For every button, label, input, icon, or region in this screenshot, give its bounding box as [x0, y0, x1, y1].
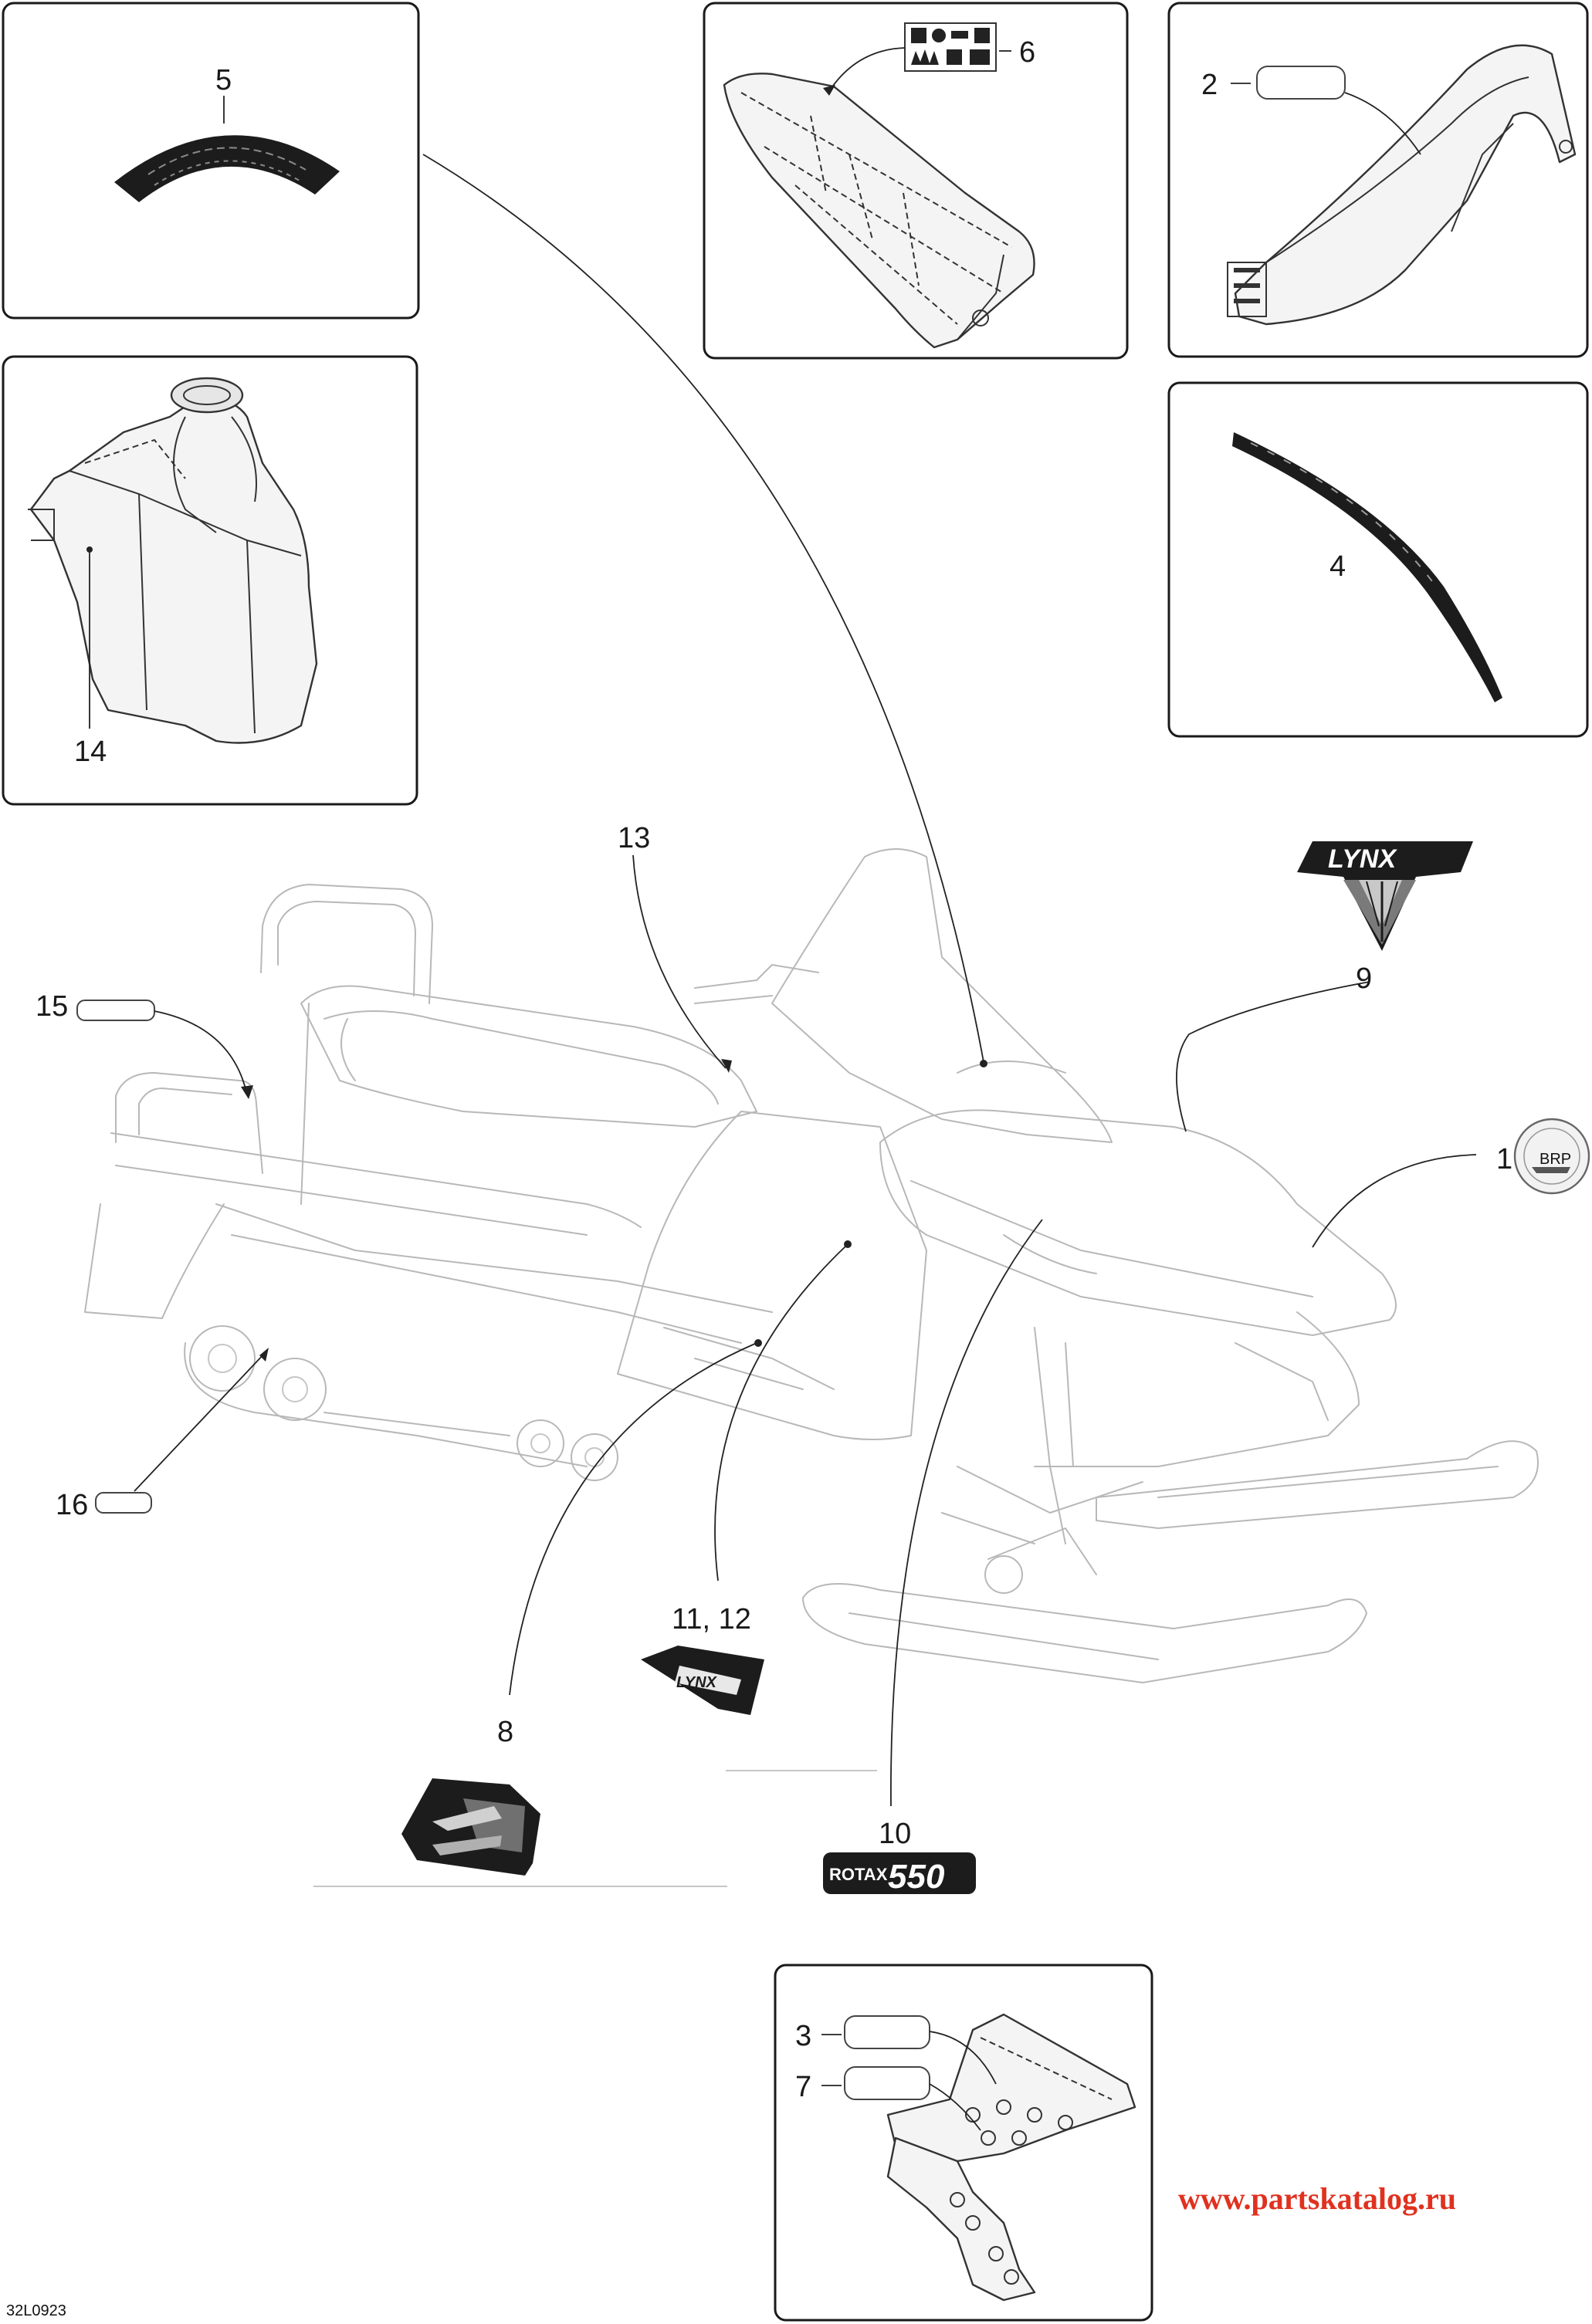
panel-item-14: 14	[2, 355, 418, 806]
callout-group-10: 10	[879, 1219, 1043, 1850]
brp-emblem-1	[1513, 1118, 1590, 1195]
callout-14: 14	[74, 736, 107, 768]
callout-3-box	[844, 2015, 930, 2049]
panel-item-2: 2	[1167, 2, 1589, 358]
svg-text:LYNX: LYNX	[1328, 844, 1397, 874]
leader-5	[422, 154, 984, 1063]
panel-item-4: 4	[1167, 381, 1589, 738]
callout-group-8: 8	[497, 1339, 762, 1748]
callout-16: 16	[56, 1489, 88, 1521]
callout-9: 9	[1356, 962, 1372, 995]
callout-group-13: 13	[618, 822, 732, 1073]
rotax-550-decal-10: ROTAX 550	[823, 1852, 976, 1896]
panel-item-6: 6	[703, 2, 1129, 360]
drawing-code: 32L0923	[6, 2302, 66, 2319]
decal-strip-4	[1232, 432, 1502, 702]
callout-13: 13	[618, 822, 650, 854]
callout-4: 4	[1329, 550, 1346, 583]
side-decal-8	[401, 1778, 540, 1876]
footrest-bracket	[886, 2013, 1136, 2163]
callout-1: 1	[1496, 1143, 1512, 1176]
panel-item-5: 5	[2, 2, 420, 320]
side-decal-11-12: LYNX	[641, 1646, 764, 1715]
decal-5-arc	[114, 135, 340, 202]
callout-3: 3	[795, 2020, 811, 2052]
heat-shield-2	[1234, 44, 1577, 326]
callout-2-box	[1256, 66, 1346, 100]
svg-text:LYNX: LYNX	[676, 1674, 718, 1691]
callout-group-9: 9	[1176, 962, 1372, 1132]
lynx-logo-decal-9: LYNX	[1297, 841, 1473, 951]
callout-group-1: 1 BRP	[1312, 1118, 1590, 1248]
snowmobile-ghost-outline	[84, 848, 1539, 1887]
callout-2: 2	[1201, 69, 1218, 101]
watermark: www.partskatalog.ru	[1178, 2181, 1456, 2216]
callout-group-15: 15	[36, 990, 253, 1099]
callout-11-12: 11, 12	[672, 1603, 751, 1636]
svg-text:BRP: BRP	[1539, 1151, 1571, 1168]
callout-15: 15	[36, 990, 68, 1023]
callout-10: 10	[879, 1818, 911, 1850]
callout-5: 5	[215, 64, 232, 96]
callout-6: 6	[1019, 36, 1035, 69]
panel-items-3-7: 3 7	[774, 1964, 1153, 2322]
warning-label-6	[904, 22, 997, 72]
callout-group-16: 16	[56, 1348, 269, 1521]
svg-text:550: 550	[888, 1858, 945, 1896]
svg-text:ROTAX: ROTAX	[829, 1865, 888, 1884]
callout-7-box	[844, 2066, 930, 2100]
callout-7: 7	[795, 2071, 811, 2103]
callout-group-11-12: 11, 12	[672, 1240, 852, 1636]
callout-8: 8	[497, 1716, 513, 1748]
